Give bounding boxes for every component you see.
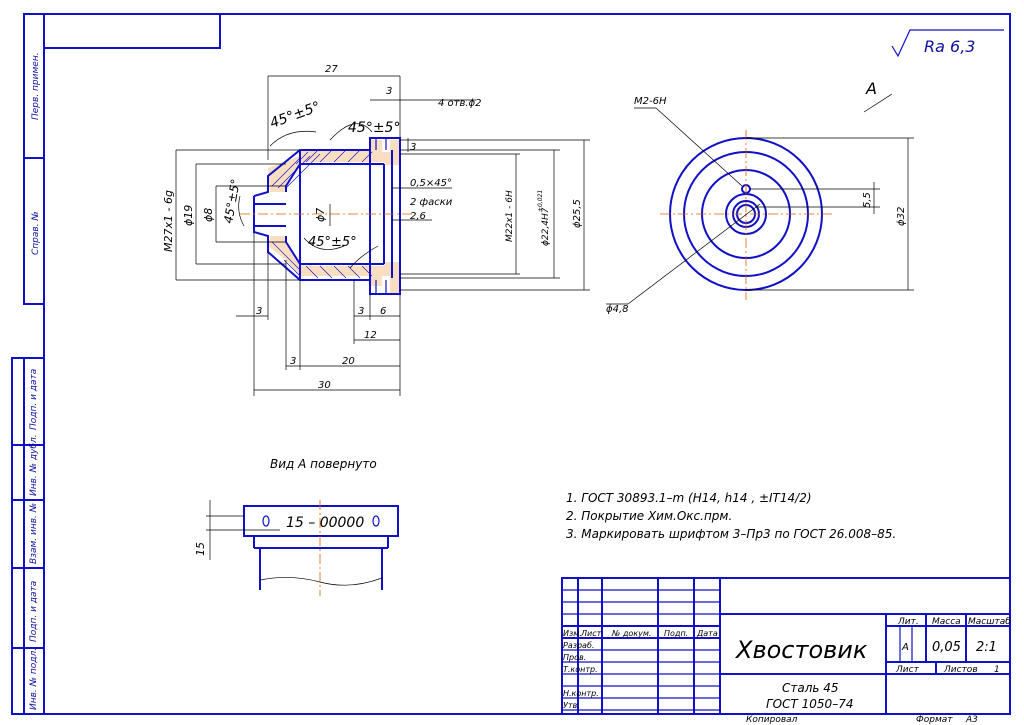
dim-holes: 4 отв.ϕ2 (438, 98, 482, 109)
tb-scale-value: 2:1 (976, 640, 997, 655)
tb-header-data: Дата (696, 629, 718, 638)
note-1: 1. ГОСТ 30893.1–m (H14, h14 , ±IT14/2) (566, 491, 812, 505)
dim-5-5: 5,5 (862, 192, 873, 208)
tb-lit-label: Лит. (897, 617, 919, 627)
dim-30: 30 (318, 380, 331, 391)
tb-role-utv: Утв. (563, 701, 580, 710)
view-title: Вид А повернуто (270, 457, 377, 471)
dim-angle-1: 45°±5° (268, 99, 323, 132)
tb-header-podp: Подп. (664, 629, 688, 638)
marking-view (206, 500, 399, 596)
tb-sheet-label: Лист (895, 665, 920, 675)
dim-angle-3: 45°±5° (221, 178, 243, 225)
stamp-podp-data-1: Подп. и дата (29, 369, 39, 430)
note-2: 2. Покрытие Хим.Окс.прм. (566, 509, 732, 523)
dim-m27: M27x1 - 6g (162, 190, 175, 252)
dim-phi19: ϕ19 (182, 205, 195, 226)
dim-27: 27 (325, 64, 338, 75)
dim-angle-2: 45°±5° (348, 120, 400, 136)
dim-chamfer-count: 2 фаски (410, 197, 453, 208)
note-3: 3. Маркировать шрифтом 3–Пр3 по ГОСТ 26.… (566, 527, 896, 541)
dim-tolerance: +0,021 (537, 190, 544, 212)
dim-6: 6 (380, 306, 386, 317)
dim-3-right: 3 (410, 142, 416, 153)
material-line-1: Сталь 45 (782, 681, 839, 695)
tb-scale-label: Масштаб (968, 617, 1011, 627)
tb-header-dokum: № докум. (611, 629, 651, 638)
dim-phi25-5: ϕ25,5 (572, 199, 583, 228)
left-stamp-columns (11, 13, 45, 715)
top-left-stamp (43, 13, 221, 49)
tb-header-list: Лист (580, 629, 602, 638)
tb-sheets-label: Листов (943, 665, 978, 675)
tb-role-nkontr: Н.контр. (563, 689, 599, 698)
stamp-sprav: Справ. № (31, 211, 41, 255)
title-block (561, 577, 1011, 715)
view-a-dimensions (606, 93, 914, 305)
dim-phi32: ϕ32 (896, 207, 907, 226)
outer-frame (43, 13, 1011, 715)
dim-15: 15 (194, 542, 207, 556)
dim-3-bottom: 3 (290, 356, 296, 367)
tb-sheets-value: 1 (994, 665, 1000, 675)
tb-mass-label: Масса (932, 617, 961, 627)
stamp-perv-primen: Перв. примен. (31, 52, 41, 120)
stamp-inv-podl: Инв. № подл. (29, 648, 39, 710)
dim-m2: M2-6H (634, 96, 667, 107)
roughness-text: Ra 6,3 (924, 37, 975, 56)
view-a (660, 130, 832, 300)
part-name: Хвостовик (734, 636, 868, 664)
stamp-podp-data-2: Подп. и дата (29, 581, 39, 642)
dim-phi7: ϕ7 (314, 208, 327, 222)
marking-text: 15 – 00000 (286, 515, 364, 531)
tb-role-tkontr: Т.контр. (563, 665, 598, 674)
dim-m22: M22x1 - 6H (505, 190, 515, 242)
dim-phi22-4: ϕ22,4H7 (541, 207, 551, 246)
dim-3-top: 3 (386, 86, 392, 97)
tb-header-izm: Изм. (563, 629, 582, 638)
tb-role-prov: Пров. (563, 653, 586, 662)
dim-angle-4: 45°±5° (308, 235, 357, 250)
dim-3-mid: 3 (358, 306, 364, 317)
view-a-arrow-label: А (865, 79, 877, 98)
dim-12: 12 (364, 330, 377, 341)
stamp-inv-dubl: Инв. № дубл. (29, 434, 39, 496)
dim-2-6: 2,6 (410, 211, 426, 222)
section-dimensions (175, 75, 590, 396)
dim-20: 20 (342, 356, 355, 367)
material-line-2: ГОСТ 1050–74 (766, 697, 853, 711)
tb-format-value: А3 (965, 715, 978, 725)
tb-copied: Копировал (746, 715, 798, 725)
dim-phi8: ϕ8 (202, 208, 215, 222)
dim-3-left: 3 (256, 306, 262, 317)
dim-phi4-8: ϕ4,8 (606, 304, 629, 315)
tb-role-razrab: Разраб. (563, 641, 594, 650)
tb-mass-value: 0,05 (932, 640, 961, 655)
dim-chamfer: 0,5×45° (410, 178, 452, 189)
stamp-vzam-inv: Взам. инв. № (29, 503, 39, 564)
tb-format-label: Формат (916, 715, 953, 725)
roughness-symbol (891, 29, 1004, 58)
tb-lit-value: А (901, 642, 909, 653)
